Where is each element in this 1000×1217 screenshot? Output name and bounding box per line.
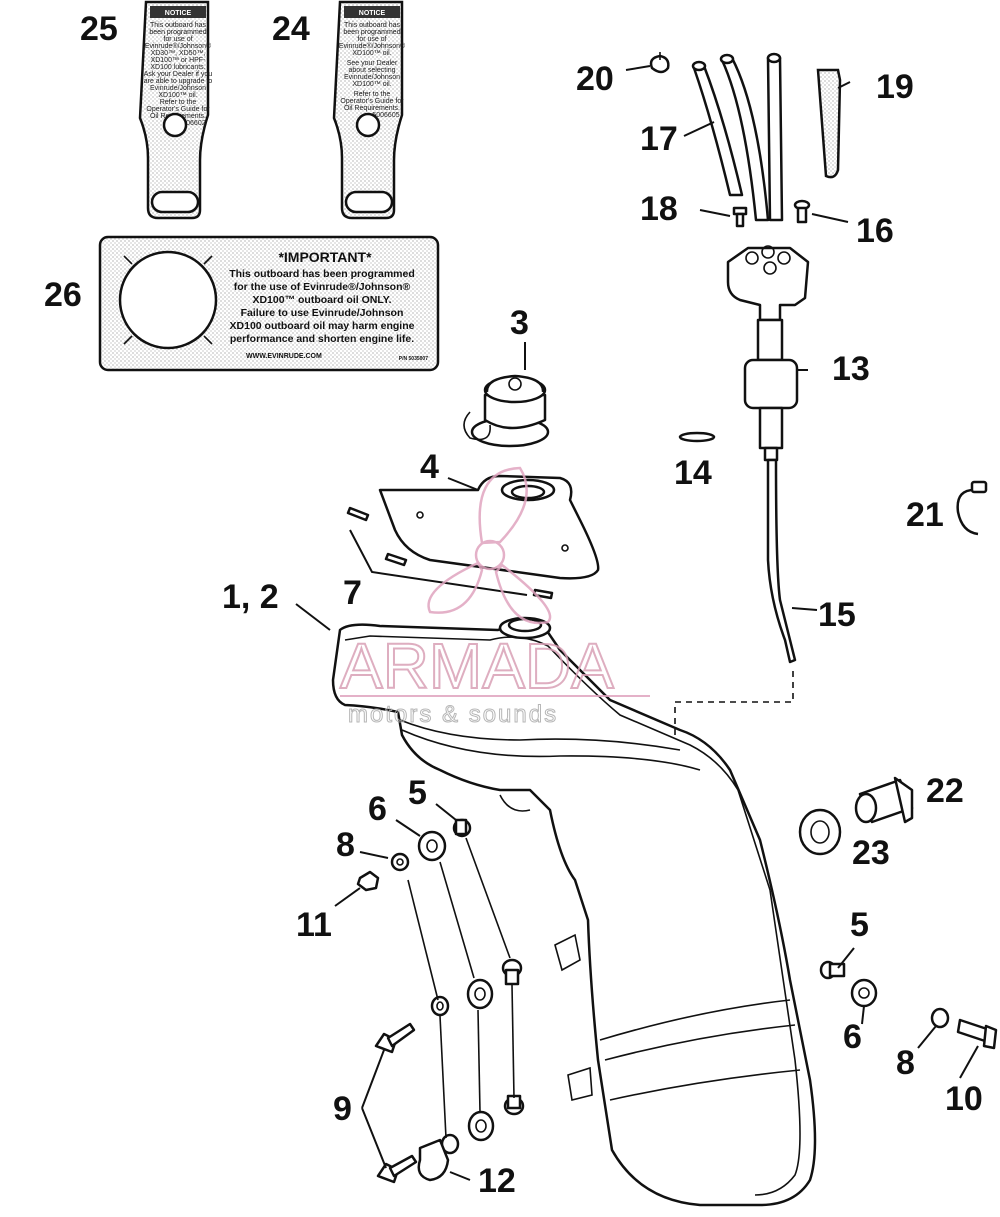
callout-15: 15 <box>818 596 856 634</box>
callout-23: 23 <box>852 834 890 872</box>
svg-text:Evinrude®/Johnson®: Evinrude®/Johnson® <box>145 42 212 50</box>
callout-7: 7 <box>343 574 362 612</box>
svg-text:are able to upgrade to: are able to upgrade to <box>144 78 213 85</box>
clamp-21 <box>956 480 988 536</box>
sleeve-19 <box>816 68 842 179</box>
svg-text:5006602: 5006602 <box>178 120 205 127</box>
o-ring-14 <box>678 431 716 443</box>
callout-25: 25 <box>80 10 118 48</box>
callout-16: 16 <box>856 212 894 250</box>
notice-24-text: This outboard has been programmed for us… <box>339 22 406 119</box>
svg-text:XD100 lubricants.: XD100 lubricants. <box>150 64 205 71</box>
important-line-1: This outboard has been programmed <box>229 268 415 280</box>
callout-11: 11 <box>296 906 332 944</box>
svg-text:Refer to the: Refer to the <box>160 99 197 106</box>
callout-8b: 8 <box>896 1044 915 1082</box>
callout-14: 14 <box>674 454 712 492</box>
screw-18 <box>732 206 748 228</box>
important-line-6: performance and shorten engine life. <box>230 333 414 345</box>
watermark: ARMADA motors & sounds <box>339 466 650 729</box>
callout-18: 18 <box>640 190 678 228</box>
watermark-brand: ARMADA <box>340 630 614 702</box>
callout-13: 13 <box>832 350 870 388</box>
mount-hardware-right <box>819 960 998 1050</box>
callout-3: 3 <box>510 304 529 342</box>
svg-text:XD100™ oil.: XD100™ oil. <box>158 92 197 99</box>
important-line-5: XD100 outboard oil may harm engine <box>230 320 415 332</box>
screw-7 <box>346 506 554 600</box>
svg-text:Evinrude/Johnson: Evinrude/Johnson <box>150 85 206 92</box>
svg-text:Refer to the: Refer to the <box>354 91 391 98</box>
leader-lines <box>295 65 979 1181</box>
svg-text:This outboard has: This outboard has <box>150 22 207 29</box>
grommet-22 <box>854 776 914 824</box>
clamp-20 <box>649 52 670 74</box>
important-line-2: for the use of Evinrude®/Johnson® <box>234 281 411 293</box>
callout-5b: 5 <box>850 906 869 944</box>
callout-9: 9 <box>333 1090 352 1128</box>
svg-text:Operator's Guide for: Operator's Guide for <box>340 98 404 105</box>
mounting-bracket <box>378 474 600 580</box>
callout-6b: 6 <box>843 1018 862 1056</box>
svg-text:for use of: for use of <box>357 36 386 43</box>
svg-text:This outboard has: This outboard has <box>344 22 401 29</box>
svg-text:Evinrude®/Johnson®: Evinrude®/Johnson® <box>339 42 406 50</box>
callout-21: 21 <box>906 496 944 534</box>
svg-text:See your Dealer: See your Dealer <box>347 60 398 67</box>
notice-24-title: NOTICE <box>359 10 386 17</box>
svg-text:about selecting: about selecting <box>348 67 395 74</box>
oil-pickup-assembly <box>726 245 810 664</box>
callout-4: 4 <box>420 448 439 486</box>
important-heading: *IMPORTANT* <box>278 249 372 265</box>
callout-24: 24 <box>272 10 310 48</box>
svg-text:for use of: for use of <box>163 36 192 43</box>
grommet-23 <box>798 808 842 856</box>
callout-1-2: 1, 2 <box>222 578 279 616</box>
callout-numbers: 25 24 26 3 4 7 1, 2 5 6 8 11 9 12 20 17 … <box>44 10 983 1200</box>
callout-17: 17 <box>640 120 678 158</box>
important-line-4: Failure to use Evinrude/Johnson <box>241 307 404 319</box>
svg-text:been programmed: been programmed <box>343 29 400 36</box>
svg-text:XD30™, XD50™,: XD30™, XD50™, <box>151 50 206 57</box>
svg-text:5006605: 5006605 <box>372 112 399 119</box>
notice-tag-25: NOTICE This outboard has been programmed… <box>138 0 213 220</box>
notice-25-title: NOTICE <box>165 10 192 17</box>
notice-tag-24: NOTICE This outboard has been programmed… <box>332 0 406 220</box>
callout-5a: 5 <box>408 774 427 812</box>
callout-8a: 8 <box>336 826 355 864</box>
svg-text:Oil Requirements.: Oil Requirements. <box>344 105 400 112</box>
screw-16 <box>793 199 811 224</box>
svg-text:Operator's Guide for: Operator's Guide for <box>146 106 210 113</box>
callout-6a: 6 <box>368 790 387 828</box>
watermark-sub: motors & sounds <box>348 701 558 728</box>
callout-12: 12 <box>478 1162 516 1200</box>
filler-cap <box>463 374 550 448</box>
svg-text:XD100™ or HPF-: XD100™ or HPF- <box>151 57 207 64</box>
svg-text:been programmed: been programmed <box>149 29 206 36</box>
hoses-17 <box>691 52 784 222</box>
important-part-no: P/N 5035007 <box>399 356 428 362</box>
svg-text:Ask your Dealer if you: Ask your Dealer if you <box>144 71 213 78</box>
callout-19: 19 <box>876 68 914 106</box>
callout-10: 10 <box>945 1080 983 1118</box>
svg-text:Evinrude/Johnson: Evinrude/Johnson <box>344 74 400 81</box>
callout-22: 22 <box>926 772 964 810</box>
important-line-3: XD100™ outboard oil ONLY. <box>252 294 391 306</box>
svg-text:XD100™ oil.: XD100™ oil. <box>352 81 391 88</box>
important-label-26: *IMPORTANT* This outboard has been progr… <box>98 235 440 372</box>
important-url: WWW.EVINRUDE.COM <box>246 353 322 360</box>
callout-26: 26 <box>44 276 82 314</box>
callout-20: 20 <box>576 60 614 98</box>
mount-hardware-left <box>356 818 525 1184</box>
svg-text:XD100™ oil.: XD100™ oil. <box>352 50 391 57</box>
